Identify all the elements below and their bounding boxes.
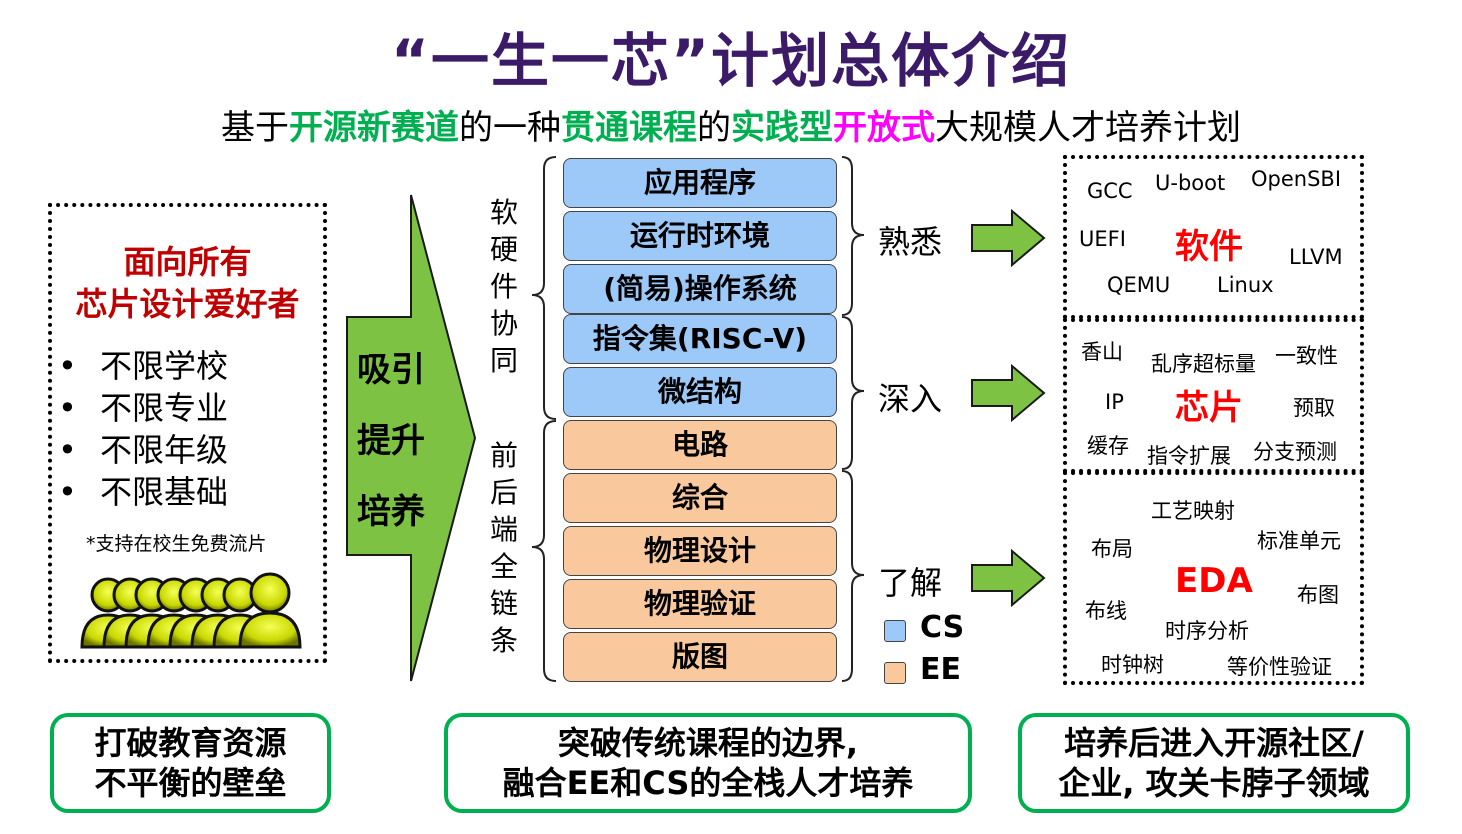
subtitle: 基于开源新赛道的一种贯通课程的实践型开放式大规模人才培养计划 <box>0 100 1462 149</box>
keyword: U-boot <box>1155 171 1226 195</box>
legend-label-ee: EE <box>920 652 961 687</box>
layer-isa: 指令集(RISC-V) <box>563 314 837 364</box>
keyword: 时序分析 <box>1165 619 1249 643</box>
bottom-box-curriculum: 突破传统课程的边界, 融合EE和CS的全栈人才培养 <box>444 713 972 813</box>
arrow-right-icon <box>971 549 1046 607</box>
subtitle-part: 的一种 <box>459 108 561 148</box>
level-deep: 深入 <box>878 380 943 418</box>
arrow-label: 吸引 <box>357 350 425 390</box>
keyword: 布线 <box>1085 599 1127 623</box>
chip-box: 香山 乱序超标量 一致性 IP 芯片 预取 缓存 指令扩展 分支预测 <box>1063 318 1364 473</box>
layer-microarch: 微结构 <box>563 367 837 417</box>
list-item: 不限专业 <box>52 387 228 429</box>
audience-heading: 面向所有 芯片设计爱好者 <box>52 241 323 325</box>
keyword: 布图 <box>1297 583 1339 607</box>
arrow-label: 提升 <box>357 421 425 461</box>
bottom-box-line: 打破教育资源 <box>94 724 287 762</box>
list-item: 不限学校 <box>52 345 228 387</box>
keyword: UEFI <box>1079 227 1126 251</box>
keyword: 指令扩展 <box>1147 444 1231 468</box>
left-brace-icon <box>531 156 557 682</box>
keyword: Linux <box>1217 273 1274 297</box>
eda-box: 工艺映射 布局 标准单元 EDA 布图 布线 时序分析 时钟树 等价性验证 <box>1063 471 1364 685</box>
keyword: 分支预测 <box>1253 440 1337 464</box>
eda-title: EDA <box>1175 561 1253 601</box>
audience-heading-line: 面向所有 <box>123 243 252 281</box>
vertical-label-full-chain: 前后端全链条 <box>489 439 518 657</box>
audience-note: *支持在校生免费流片 <box>86 533 267 555</box>
keyword: 香山 <box>1081 340 1123 364</box>
legend-swatch-ee <box>884 662 906 684</box>
subtitle-highlight: 开放式 <box>833 108 935 148</box>
bottom-box-line: 培养后进入开源社区/ <box>1064 724 1364 762</box>
bottom-box-line: 突破传统课程的边界, <box>557 724 859 762</box>
list-item: 不限年级 <box>52 429 228 471</box>
level-familiar: 熟悉 <box>878 223 943 261</box>
keyword: 乱序超标量 <box>1151 352 1256 376</box>
vertical-label-hw-sw: 软硬件协同 <box>489 196 518 377</box>
subtitle-part: 的 <box>697 108 731 148</box>
keyword: 布局 <box>1091 537 1133 561</box>
keyword: 标准单元 <box>1257 529 1341 553</box>
subtitle-highlight: 贯通课程 <box>561 108 697 148</box>
layer-circuit: 电路 <box>563 420 837 470</box>
layer-synthesis: 综合 <box>563 473 837 523</box>
keyword: GCC <box>1087 179 1133 203</box>
layer-physical-verify: 物理验证 <box>563 579 837 629</box>
bottom-box-community: 培养后进入开源社区/ 企业, 攻关卡脖子领域 <box>1018 713 1410 813</box>
software-box: GCC U-boot OpenSBI UEFI 软件 LLVM QEMU Lin… <box>1063 155 1364 319</box>
keyword: LLVM <box>1289 245 1343 269</box>
subtitle-highlight: 开源新赛道 <box>289 108 459 148</box>
list-item: 不限基础 <box>52 471 228 513</box>
software-title: 软件 <box>1175 227 1243 267</box>
keyword: 时钟树 <box>1101 653 1164 677</box>
bottom-box-line: 不平衡的壁垒 <box>94 764 287 802</box>
arrow-label: 培养 <box>357 492 425 532</box>
keyword: 预取 <box>1293 396 1335 420</box>
bottom-box-line: 企业, 攻关卡脖子领域 <box>1058 764 1370 802</box>
layer-runtime: 运行时环境 <box>563 211 837 261</box>
bottom-box-education: 打破教育资源 不平衡的壁垒 <box>50 713 331 813</box>
bottom-box-line: 融合EE和CS的全栈人才培养 <box>502 764 914 802</box>
audience-list: 不限学校 不限专业 不限年级 不限基础 <box>52 345 228 513</box>
arrow-right-icon <box>971 364 1046 422</box>
subtitle-part: 大规模人才培养计划 <box>935 108 1241 148</box>
keyword: OpenSBI <box>1251 167 1342 191</box>
keyword: QEMU <box>1107 273 1171 297</box>
subtitle-part: 基于 <box>221 108 289 148</box>
subtitle-highlight: 实践型 <box>731 108 833 148</box>
big-arrow-shape <box>346 194 477 682</box>
level-understand: 了解 <box>878 564 943 602</box>
chip-title: 芯片 <box>1175 388 1243 428</box>
legend-swatch-cs <box>884 620 906 642</box>
layer-os: (简易)操作系统 <box>563 264 837 314</box>
keyword: 工艺映射 <box>1151 499 1235 523</box>
arrow-right-icon <box>971 209 1046 267</box>
right-brace-icon <box>841 156 865 682</box>
keyword: 缓存 <box>1087 434 1129 458</box>
layer-layout: 版图 <box>563 632 837 682</box>
layer-app: 应用程序 <box>563 158 837 208</box>
audience-box: 面向所有 芯片设计爱好者 不限学校 不限专业 不限年级 不限基础 *支持在校生免… <box>48 203 327 663</box>
legend-label-cs: CS <box>920 610 965 645</box>
page-title: “一生一芯”计划总体介绍 <box>390 27 1072 95</box>
keyword: IP <box>1105 390 1124 414</box>
keyword: 等价性验证 <box>1227 655 1332 679</box>
keyword: 一致性 <box>1275 344 1338 368</box>
audience-heading-line: 芯片设计爱好者 <box>75 285 300 323</box>
people-group-icon <box>80 572 302 649</box>
layer-physical-design: 物理设计 <box>563 526 837 576</box>
